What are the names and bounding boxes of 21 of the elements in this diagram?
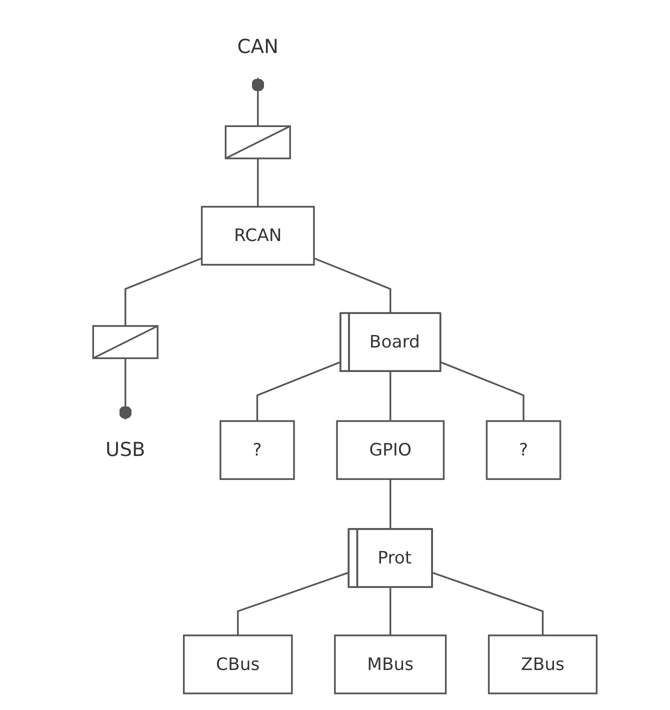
connector [440,361,524,422]
connector [256,361,341,422]
node-box: ? [486,420,562,480]
connector [390,479,392,530]
connector [118,358,132,420]
node-text: USB [106,438,146,462]
connector [390,371,392,422]
connector [251,78,264,126]
node-box: RCAN [200,206,315,266]
connector [124,257,202,326]
connector [257,158,259,207]
node-box: ZBus [488,634,598,694]
connector [314,257,392,314]
connector [237,572,349,636]
connector [432,572,544,636]
node-text: CAN [237,36,278,58]
node-box: ? [220,420,295,480]
node-box: MBus [334,634,447,694]
node-box: GPIO [336,420,445,480]
node-box: CBus [182,634,293,694]
connector [390,587,392,636]
